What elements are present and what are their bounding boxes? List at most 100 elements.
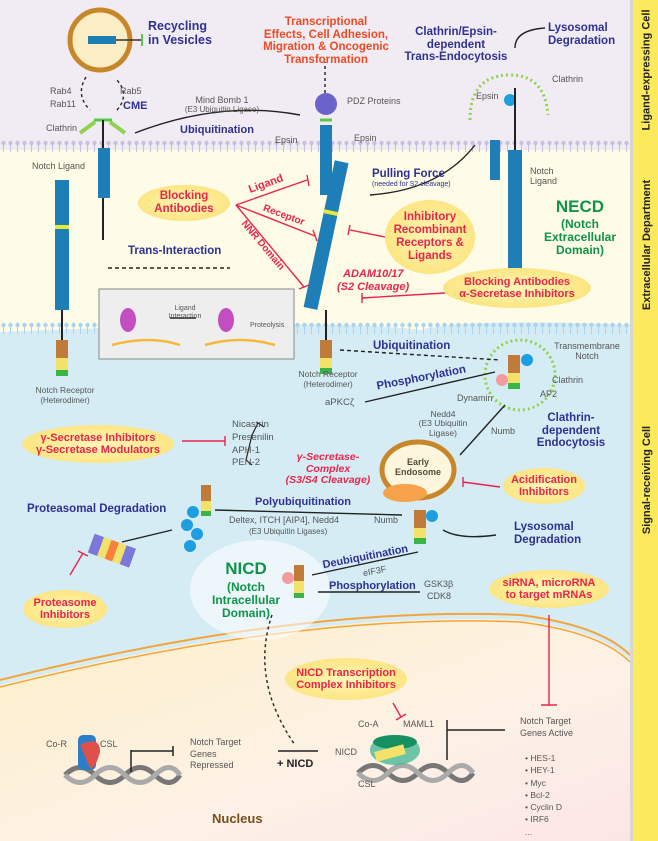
pdz-protein [315, 93, 337, 115]
notch-receptor-mid-label: Notch Receptor [298, 369, 358, 379]
nicd-complex-label: NICD [335, 747, 357, 757]
inhibit-nicd-tc [392, 702, 407, 721]
inhibit-ligand [235, 174, 310, 206]
clathrin-left-label: Clathrin [46, 123, 78, 133]
epsin-left-label: Epsin [275, 135, 298, 145]
transmembrane-notch-label: Transmembrane Notch [554, 341, 620, 361]
notch-receptor-left-label: Notch Receptor [35, 385, 95, 395]
phosphorylation-2-label: Phosphorylation [329, 580, 416, 592]
aph1-label: APH-1 [232, 445, 260, 456]
rab5-label: Rab5 [120, 86, 142, 96]
nedd4-label: Nedd4 (E3 Ubiquitin Ligase) [418, 409, 468, 438]
inset-proteolysis-label: Proteolysis [250, 322, 285, 329]
cdk8-label: CDK8 [427, 591, 452, 601]
ap2-label: AP2 [540, 389, 558, 399]
sidebar-label-extracellular: Extracellular Department [641, 179, 653, 311]
adam-sublabel: (S2 Cleavage) [337, 281, 410, 293]
lysosomal-arrow [442, 529, 497, 538]
pulling-force-label: Pulling Force [372, 168, 445, 180]
deubiquitination-arrow [311, 551, 419, 576]
phosphorylation-arrow [364, 371, 496, 403]
clathrin-vesicle-right [468, 73, 550, 121]
gene-item: • HES-1 [525, 753, 556, 763]
ubiquitination-arrow-mid [339, 349, 501, 361]
trans-endocytosis-label: Clathrin/Epsin- dependent Trans-Endocyto… [404, 26, 508, 64]
numb-label-2: Numb [374, 515, 399, 525]
proteasome [87, 533, 136, 568]
nicd-label: NICD [225, 559, 267, 578]
mind-bomb-label: Mind Bomb 1 [195, 95, 249, 105]
proteasomal-degradation-label: Proteasomal Degradation [27, 503, 167, 515]
acidification-inhibitors-oval: Acidification Inhibitors [503, 468, 585, 504]
clathrin-coat-left [78, 120, 127, 135]
gene-item: • IRF6 [525, 814, 549, 825]
genes-active-title: Notch Target Genes Active [520, 716, 574, 738]
lysosomal-arrow-top [514, 27, 546, 49]
inhibit-proteasome [69, 550, 89, 576]
inhibit-acidification [462, 477, 501, 488]
clathrin-signal-label: Clathrin [552, 375, 584, 385]
notch-ligand-left-label: Notch Ligand [32, 161, 86, 171]
necd-fragment [508, 150, 522, 280]
notch-receptor-left [55, 180, 69, 310]
cme-label: CME [123, 100, 148, 112]
inhibit-gamma [182, 436, 226, 446]
nuclear-envelope [0, 612, 631, 681]
inhibit-nnr [235, 204, 310, 290]
polyubiquitination-arrow [214, 509, 403, 516]
csl-left-label: CSL [100, 739, 118, 749]
early-endosome-label: Early Endosome [394, 457, 441, 477]
blocking-antibodies-oval: Blocking Antibodies [138, 185, 230, 221]
notch-receptor-left-sublabel: (Heterodimer) [40, 396, 90, 405]
lysosomal-label: Lysosomal Degradation [514, 521, 582, 546]
inset-ligand-interaction-label: Ligand Interaction [168, 305, 202, 320]
nucleus-region [0, 618, 630, 841]
sidebar-label-signal-cell: Signal-receiving Cell [641, 425, 654, 535]
co-r-label: Co-R [46, 739, 68, 749]
necd-label: NECD [555, 197, 605, 216]
gene-item: • HEY-1 [525, 765, 555, 776]
dynamin-label: Dynamin [457, 393, 493, 403]
deltex-label: Deltex, ITCH [AIP4], Nedd4 [229, 515, 340, 525]
inhibit-receptor [235, 204, 318, 242]
inhibitory-recombinant-oval: Inhibitory Recombinant Receptors & Ligan… [385, 200, 475, 274]
proteasome-inhibitors-oval: Proteasome Inhibitors [23, 590, 107, 628]
notch-receptor-mid-sublabel: (Heterodimer) [303, 380, 353, 389]
lysosomal-top-label: Lysosomal Degradation [548, 22, 616, 47]
notch-ligand-right-label: Notch Ligand [530, 166, 558, 186]
inhibit-sirna [541, 615, 557, 706]
adam-label: ADAM10/17 [343, 268, 404, 280]
gamma-complex-label: γ-Secretase- Complex (S3/S4 Cleavage) [285, 451, 371, 487]
rab11-label: Rab11 [50, 99, 76, 109]
inhibit-recombinant [347, 224, 391, 239]
dna-repressed [63, 735, 183, 785]
nucleus-label: Nucleus [212, 811, 263, 826]
necd-sublabel: (Notch Extracellular Domain) [543, 217, 617, 258]
epsin-vesicle-label: Epsin [476, 91, 499, 101]
sidebar-label-ligand-cell: Ligand-expressing Cell [641, 9, 653, 131]
ubiquitination-label: Ubiquitination [373, 340, 451, 352]
epsin-right-label: Epsin [354, 133, 377, 143]
presenilin-label: Presenilin [232, 432, 274, 443]
active-genes-list: • HES-1 • HEY-1 • Myc • Bcl-2 • Cyclin D… [525, 752, 562, 838]
transcriptional-effects-label: Transcriptional Effects, Cell Adhesion, … [263, 16, 389, 66]
recycle-arrow-right [116, 79, 125, 111]
nicastrin-label: Nicastrin [232, 419, 269, 430]
gene-item: • Bcl-2 [525, 789, 550, 800]
inhibit-alpha [361, 292, 446, 303]
blocking-alpha-secretase-oval: Blocking Antibodies α-Secretase Inhibito… [443, 268, 591, 308]
co-a-label: Co-A [358, 719, 379, 729]
csl-right-label: CSL [358, 779, 376, 789]
nicd-sublabel: (Notch Intracellular Domain) [211, 580, 281, 621]
gene-item: • Myc [525, 777, 546, 788]
nicd-nuclear-arrow [264, 614, 296, 746]
notch-ligand-middle [320, 125, 332, 195]
notch-receptor-middle [303, 160, 349, 310]
nicd-transcription-inhibitors-oval: NICD Transcription Complex Inhibitors [285, 658, 407, 700]
clathrin-right-label: Clathrin [552, 74, 584, 84]
pulling-force-sublabel: (needed for S2 cleavage) [372, 181, 451, 188]
ligand-cell-membrane [0, 138, 630, 152]
gene-item: ... [525, 826, 533, 837]
genes-repressed-label: Notch Target Genes Repressed [190, 737, 241, 771]
dna-active [356, 720, 476, 783]
